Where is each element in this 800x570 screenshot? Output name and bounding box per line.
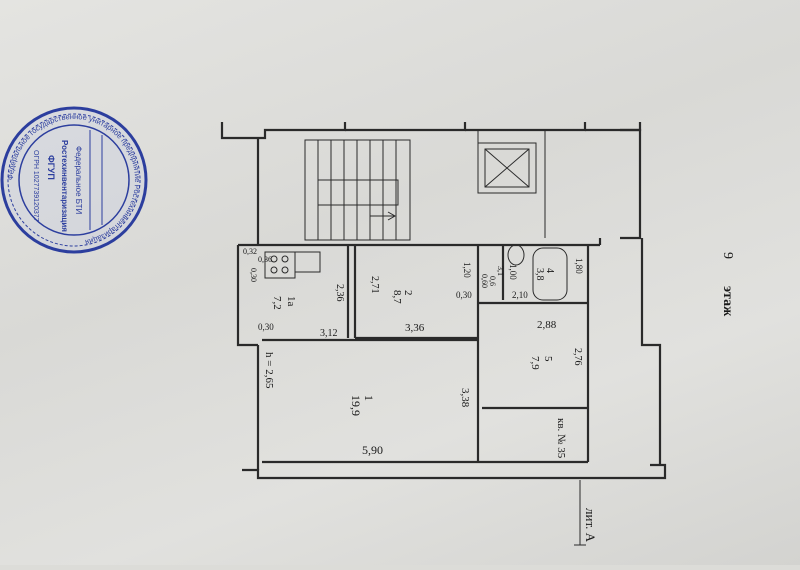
room-3-area: 1,00 <box>508 264 518 280</box>
dim-0-6: 0,6 <box>488 276 497 286</box>
dim-3-12: 3,12 <box>320 328 338 339</box>
room-4-area: 3,8 <box>534 268 545 281</box>
dim-2-76: 2,76 <box>572 348 583 366</box>
bti-stamp: Федеральное государственное унитарное пр… <box>0 106 148 254</box>
dim-3-36: 3,36 <box>405 322 425 334</box>
room-5-area: 7,9 <box>529 356 541 370</box>
dim-2-88: 2,88 <box>537 319 557 331</box>
dim-1-80: 1,80 <box>574 258 584 274</box>
dim-1-20: 1,20 <box>462 262 472 278</box>
ceiling-height: h = 2,65 <box>263 352 275 389</box>
stamp-line-1: ОГРН 1027739120377 <box>32 150 39 222</box>
dim-0-60: 0,60 <box>480 274 489 288</box>
dim-0-30-c: 0,30 <box>249 268 258 282</box>
dim-0-32: 0,32 <box>243 247 257 256</box>
litera-mark: лит. А <box>574 480 598 546</box>
dimensions: 5,90 3,38 3,36 3,12 2,71 2,36 2,88 2,76 … <box>243 247 584 457</box>
floor-number: 9 <box>720 252 735 259</box>
dim-0-30-a: 0,30 <box>456 290 472 300</box>
dim-2-71: 2,71 <box>369 276 380 294</box>
outer-walls <box>220 122 667 480</box>
stamp-line-3: Ростехинвентаризация <box>60 140 69 232</box>
stamp-line-4: Федеральное БТИ <box>74 146 83 215</box>
dim-3-1: 3,1 <box>496 266 505 276</box>
floor-word: этаж <box>720 286 735 317</box>
room-1-area: 19,9 <box>349 395 363 416</box>
dim-0-30-b: 0,30 <box>258 322 274 332</box>
room-labels: 1а 7,2 2 8,7 1 19,9 4 3,8 5 7,9 1,00 кв.… <box>271 264 567 459</box>
dim-2-10: 2,10 <box>512 290 528 300</box>
room-1a-area: 7,2 <box>271 296 283 310</box>
room-1-id: 1 <box>362 395 376 401</box>
room-5-id: 5 <box>542 356 554 362</box>
room-2-area: 8,7 <box>391 290 403 304</box>
fixtures <box>264 244 568 301</box>
room-2-id: 2 <box>402 290 414 296</box>
litera-label: лит. А <box>583 508 598 543</box>
apartment-number: кв. № 35 <box>555 418 567 459</box>
room-1a-id: 1а <box>285 296 297 307</box>
dim-2-36: 2,36 <box>334 284 345 302</box>
stamp-line-2: ФГУП <box>46 155 56 180</box>
dim-5-90: 5,90 <box>362 443 383 457</box>
floor-label: 9 этаж <box>720 252 735 317</box>
dim-3-38: 3,38 <box>459 388 471 408</box>
stairwell <box>304 130 546 241</box>
dim-0-36: 0,36 <box>258 255 272 264</box>
room-4-id: 4 <box>544 268 555 273</box>
interior-walls <box>238 238 602 464</box>
